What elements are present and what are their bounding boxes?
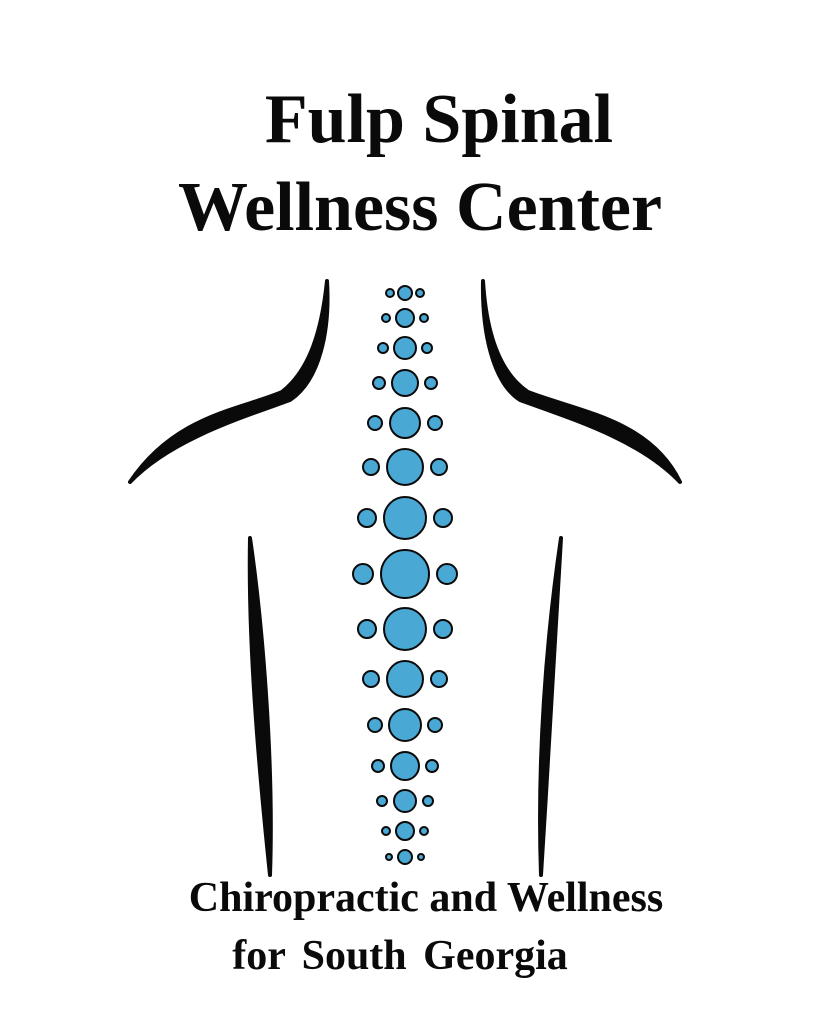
vertebra-left-13 <box>376 795 388 807</box>
vertebra-right-1 <box>415 288 425 298</box>
vertebra-center-3 <box>393 336 417 360</box>
vertebra-right-5 <box>427 415 443 431</box>
vertebra-right-7 <box>433 508 453 528</box>
logo-tagline-line-2: for South Georgia <box>232 933 568 979</box>
vertebra-center-15 <box>397 849 413 865</box>
spine <box>352 285 458 865</box>
vertebra-left-9 <box>357 619 377 639</box>
vertebra-right-6 <box>430 458 448 476</box>
vertebra-right-10 <box>430 670 448 688</box>
vertebra-left-10 <box>362 670 380 688</box>
vertebra-right-4 <box>424 376 438 390</box>
logo-title-line-1: Fulp Spinal <box>264 81 614 158</box>
vertebra-left-7 <box>357 508 377 528</box>
vertebra-center-2 <box>395 308 415 328</box>
vertebra-left-1 <box>385 288 395 298</box>
logo-title-line-2: Wellness Center <box>177 169 663 246</box>
vertebra-right-11 <box>427 717 443 733</box>
vertebra-left-6 <box>362 458 380 476</box>
left-shoulder-outline <box>128 279 330 484</box>
vertebra-left-11 <box>367 717 383 733</box>
vertebra-center-12 <box>390 751 420 781</box>
vertebra-left-2 <box>381 313 391 323</box>
vertebra-center-1 <box>397 285 413 301</box>
right-torso-outline <box>538 536 563 877</box>
vertebra-left-12 <box>371 759 385 773</box>
vertebra-center-8 <box>380 549 430 599</box>
vertebra-right-9 <box>433 619 453 639</box>
vertebra-left-8 <box>352 563 374 585</box>
vertebra-right-2 <box>419 313 429 323</box>
left-torso-outline <box>247 536 273 877</box>
vertebra-right-3 <box>421 342 433 354</box>
vertebra-left-15 <box>385 853 393 861</box>
vertebra-right-13 <box>422 795 434 807</box>
vertebra-center-9 <box>383 607 427 651</box>
vertebra-left-3 <box>377 342 389 354</box>
vertebra-right-15 <box>417 853 425 861</box>
vertebra-center-13 <box>393 789 417 813</box>
vertebra-center-14 <box>395 821 415 841</box>
vertebra-left-14 <box>381 826 391 836</box>
logo-tagline-line-1: Chiropractic and Wellness <box>188 875 664 921</box>
vertebra-center-6 <box>386 448 424 486</box>
vertebra-center-10 <box>386 660 424 698</box>
vertebra-right-12 <box>425 759 439 773</box>
vertebra-right-8 <box>436 563 458 585</box>
vertebra-left-5 <box>367 415 383 431</box>
vertebra-center-5 <box>389 407 421 439</box>
vertebra-left-4 <box>372 376 386 390</box>
right-shoulder-outline <box>480 279 682 484</box>
vertebra-center-4 <box>391 369 419 397</box>
vertebra-center-11 <box>388 708 422 742</box>
vertebra-center-7 <box>383 496 427 540</box>
vertebra-right-14 <box>419 826 429 836</box>
